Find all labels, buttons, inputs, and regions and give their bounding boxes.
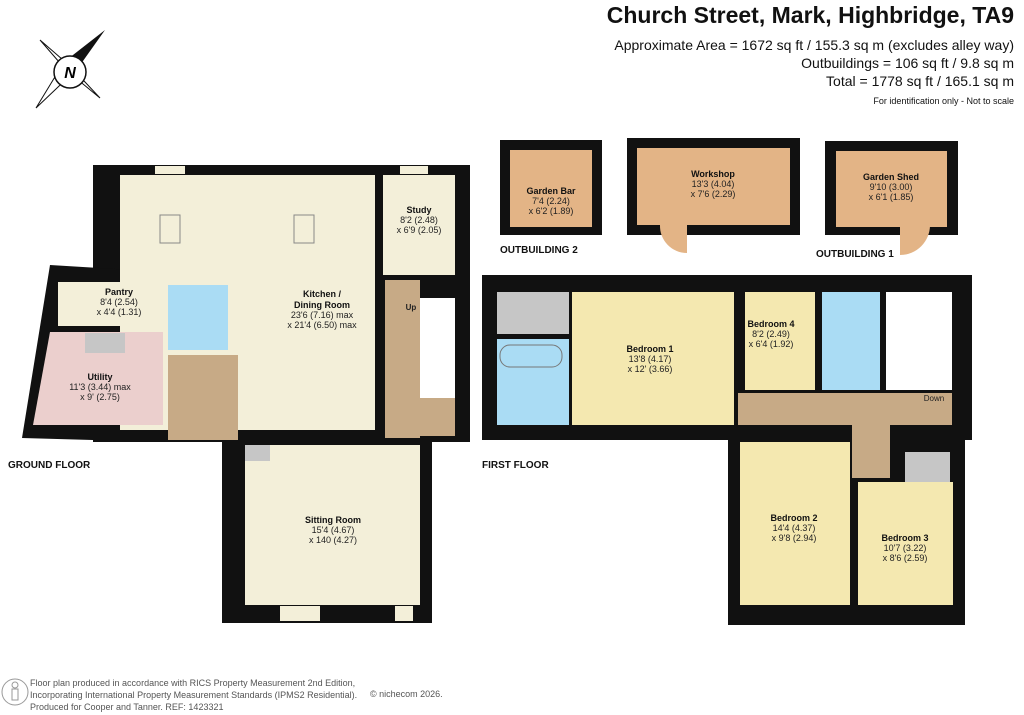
study-dim-2: x 6'9 (2.05): [397, 225, 442, 235]
footer-line-3: Produced for Cooper and Tanner. REF: 142…: [30, 702, 224, 712]
kitchen-label-2: Dining Room: [294, 300, 350, 310]
bedroom-2: [740, 442, 850, 605]
bedroom-2-dim-1: 14'4 (4.37): [773, 523, 816, 533]
outbuildings-area: Outbuildings = 106 sq ft / 9.8 sq m: [801, 55, 1014, 71]
sitting-room-dim-2: x 140 (4.27): [309, 535, 357, 545]
first-floor-label: FIRST FLOOR: [482, 460, 549, 471]
bedroom-4-dim-1: 8'2 (2.49): [752, 329, 790, 339]
approximate-area: Approximate Area = 1672 sq ft / 155.3 sq…: [614, 37, 1014, 53]
staircase: [420, 298, 455, 398]
pantry-dim-1: 8'4 (2.54): [100, 297, 138, 307]
garden-bar-dim-1: 7'4 (2.24): [532, 196, 570, 206]
bedroom-4-dim-2: x 6'4 (1.92): [749, 339, 794, 349]
pantry-label: Pantry: [105, 287, 133, 297]
total-area: Total = 1778 sq ft / 165.1 sq m: [826, 73, 1014, 89]
bedroom-1-dim-1: 13'8 (4.17): [629, 354, 672, 364]
workshop: [637, 148, 790, 225]
ground-floor-label: GROUND FLOOR: [8, 460, 91, 471]
wardrobe: [497, 292, 569, 334]
outbuildings: Garden Bar 7'4 (2.24) x 6'2 (1.89) Works…: [500, 138, 958, 260]
footer-disclaimer: Floor plan produced in accordance with R…: [30, 677, 357, 713]
bathroom: [822, 292, 880, 390]
shower-room: [168, 285, 228, 350]
workshop-label: Workshop: [691, 169, 735, 179]
ground-floor: Kitchen / Dining Room 23'6 (7.16) max x …: [8, 165, 470, 623]
stairs-up-label: Up: [406, 303, 417, 312]
study-dim-1: 8'2 (2.48): [400, 215, 438, 225]
garden-bar-dim-2: x 6'2 (1.89): [529, 206, 574, 216]
property-title: Church Street, Mark, Highbridge, TA9: [606, 2, 1014, 28]
outbuilding-1-label: OUTBUILDING 1: [816, 249, 894, 260]
outbuilding-2-label: OUTBUILDING 2: [500, 245, 578, 256]
scale-note: For identification only - Not to scale: [873, 96, 1014, 106]
bedroom-4: [745, 292, 815, 390]
bedroom-1-label: Bedroom 1: [626, 344, 673, 354]
bedroom-3-label: Bedroom 3: [881, 533, 928, 543]
garden-shed-dim-1: 9'10 (3.00): [870, 182, 913, 192]
bedroom-2-label: Bedroom 2: [770, 513, 817, 523]
garden-shed-dim-2: x 6'1 (1.85): [869, 192, 914, 202]
footer-line-1: Floor plan produced in accordance with R…: [30, 678, 356, 688]
study-label: Study: [406, 205, 431, 215]
pantry: [58, 282, 163, 326]
bedroom-3-dim-2: x 8'6 (2.59): [883, 553, 928, 563]
first-floor: Bedroom 1 13'8 (4.17) x 12' (3.66) Bedro…: [482, 275, 972, 625]
pantry-dim-2: x 4'4 (1.31): [97, 307, 142, 317]
utility: [33, 332, 163, 425]
study: [383, 175, 455, 275]
en-suite: [497, 339, 569, 425]
sitting-room-label: Sitting Room: [305, 515, 361, 525]
hallway: [385, 280, 420, 438]
stairs-down-label: Down: [924, 394, 944, 403]
workshop-dim-1: 13'3 (4.04): [692, 179, 735, 189]
compass-label: N: [64, 65, 76, 82]
person-icon: [1, 678, 29, 706]
landing: [738, 393, 952, 425]
garden-shed-label: Garden Shed: [863, 172, 919, 182]
kitchen-dim-1: 23'6 (7.16) max: [291, 310, 354, 320]
sitting-room-dim-1: 15'4 (4.67): [312, 525, 355, 535]
lobby: [168, 355, 238, 440]
workshop-dim-2: x 7'6 (2.29): [691, 189, 736, 199]
kitchen-label: Kitchen /: [303, 289, 342, 299]
bedroom-1: [572, 292, 734, 425]
footer-line-2: Incorporating International Property Mea…: [30, 690, 358, 700]
sitting-room: [245, 445, 420, 605]
bedroom-1-dim-2: x 12' (3.66): [628, 364, 673, 374]
garden-bar: [510, 150, 592, 227]
garden-shed: [836, 151, 947, 227]
utility-label: Utility: [87, 372, 112, 382]
bedroom-3: [858, 482, 953, 605]
utility-dim-2: x 9' (2.75): [80, 392, 120, 402]
garden-bar-label: Garden Bar: [526, 186, 576, 196]
utility-dim-1: 11'3 (3.44) max: [69, 382, 131, 392]
north-compass-icon: N: [35, 30, 105, 109]
copyright: © nichecom 2026.: [370, 689, 443, 699]
bedroom-3-dim-1: 10'7 (3.22): [884, 543, 927, 553]
first-floor-staircase: [886, 292, 952, 390]
kitchen-dim-2: x 21'4 (6.50) max: [287, 320, 357, 330]
bedroom-4-label: Bedroom 4: [747, 319, 794, 329]
bedroom-2-dim-2: x 9'8 (2.94): [772, 533, 817, 543]
